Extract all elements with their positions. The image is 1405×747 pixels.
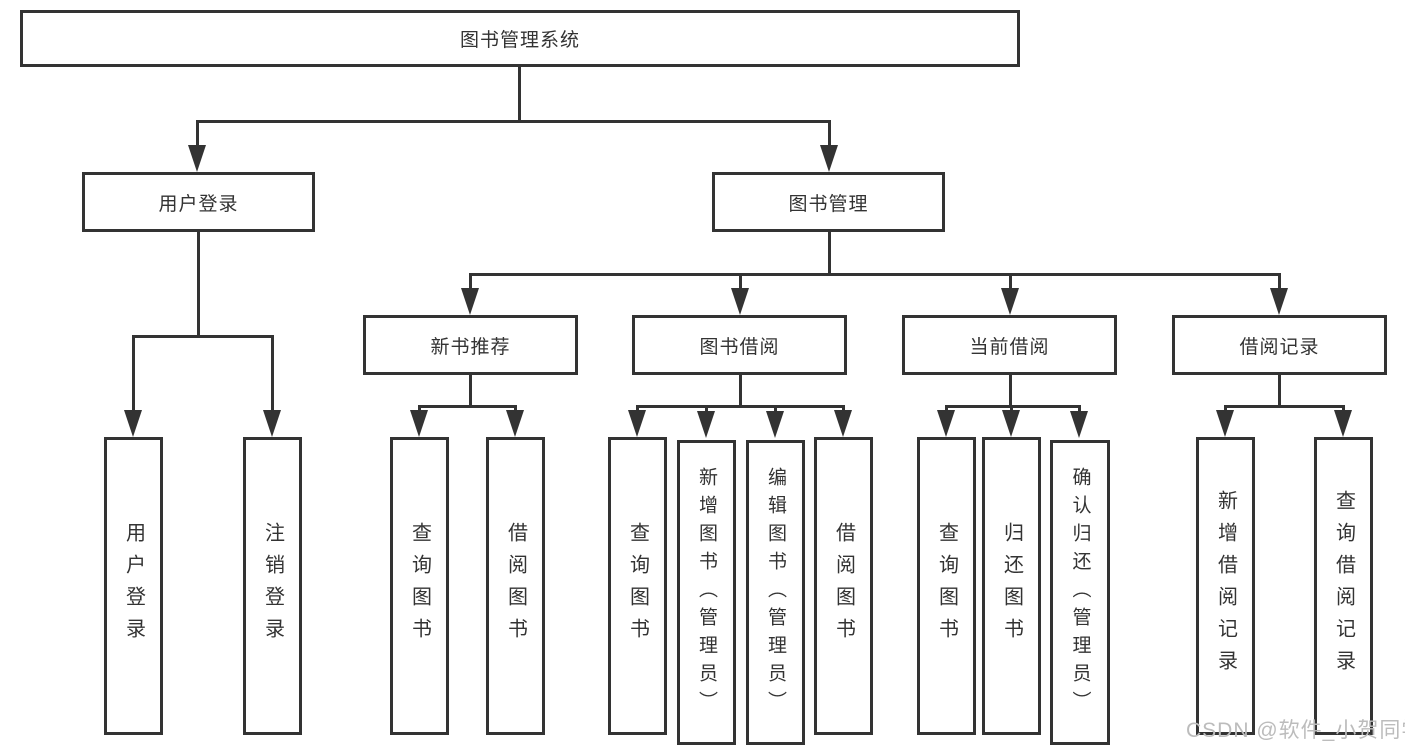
leaf-logout: 注销登录	[243, 437, 302, 735]
node-book-mgmt-label: 图书管理	[788, 193, 869, 215]
leaf-query-book-rec-label: 查询图书	[408, 522, 431, 650]
connector-line	[1224, 405, 1345, 408]
arrow-down-icon	[1001, 288, 1019, 315]
connector-line	[469, 273, 1281, 276]
leaf-return-book-label: 归还图书	[1000, 522, 1023, 650]
node-current-borrow-label: 当前借阅	[969, 336, 1050, 358]
leaf-borrow-book-rec-label: 借阅图书	[504, 522, 527, 650]
node-user-login-label: 用户登录	[158, 193, 239, 215]
arrow-down-icon	[188, 145, 206, 172]
leaf-edit-book-admin-label: 编辑图书（管理员）	[765, 466, 786, 719]
arrow-down-icon	[697, 411, 715, 438]
node-root-label: 图书管理系统	[459, 30, 580, 51]
connector-line	[518, 67, 521, 122]
csdn-watermark: CSDN @软件_小贺同学	[1186, 719, 1405, 742]
node-current-borrow: 当前借阅	[902, 315, 1117, 375]
arrow-down-icon	[1002, 410, 1020, 437]
arrow-down-icon	[461, 288, 479, 315]
arrow-down-icon	[1270, 288, 1288, 315]
arrow-down-icon	[1070, 411, 1088, 438]
leaf-return-book: 归还图书	[982, 437, 1041, 735]
connector-line	[828, 232, 831, 276]
node-borrow-records: 借阅记录	[1172, 315, 1387, 375]
arrow-down-icon	[766, 411, 784, 438]
node-root: 图书管理系统	[20, 10, 1020, 67]
connector-line	[1278, 375, 1281, 408]
leaf-query-book-rec: 查询图书	[390, 437, 449, 735]
connector-line	[828, 120, 831, 160]
arrow-down-icon	[820, 145, 838, 172]
node-book-borrow-label: 图书借阅	[699, 336, 780, 358]
arrow-down-icon	[410, 410, 428, 437]
arrow-down-icon	[1334, 410, 1352, 437]
arrow-down-icon	[628, 410, 646, 437]
arrow-down-icon	[124, 410, 142, 437]
connector-line	[945, 405, 1081, 408]
leaf-logout-label: 注销登录	[261, 522, 284, 650]
connector-line	[196, 120, 831, 123]
arrow-down-icon	[263, 410, 281, 437]
connector-line	[271, 335, 274, 415]
leaf-borrow-book-rec: 借阅图书	[486, 437, 545, 735]
arrow-down-icon	[731, 288, 749, 315]
node-new-book-rec-label: 新书推荐	[430, 336, 511, 358]
leaf-query-borrow-record: 查询借阅记录	[1314, 437, 1373, 735]
connector-line	[1009, 375, 1012, 408]
connector-line	[1009, 273, 1012, 291]
leaf-borrow-book-borrow-label: 借阅图书	[832, 522, 855, 650]
arrow-down-icon	[506, 410, 524, 437]
leaf-borrow-book-borrow: 借阅图书	[814, 437, 873, 735]
leaf-user-login: 用户登录	[104, 437, 163, 735]
connector-line	[132, 335, 135, 415]
arrow-down-icon	[834, 410, 852, 437]
node-user-login: 用户登录	[82, 172, 315, 232]
leaf-confirm-return-admin: 确认归还（管理员）	[1050, 440, 1110, 745]
leaf-query-book-current: 查询图书	[917, 437, 976, 735]
connector-line	[1278, 273, 1281, 291]
leaf-query-book-borrow-label: 查询图书	[626, 522, 649, 650]
node-borrow-records-label: 借阅记录	[1239, 336, 1320, 358]
leaf-add-book-admin: 新增图书（管理员）	[677, 440, 736, 745]
node-book-borrow: 图书借阅	[632, 315, 847, 375]
leaf-query-book-current-label: 查询图书	[935, 522, 958, 650]
connector-line	[469, 273, 472, 291]
connector-line	[196, 120, 199, 160]
node-new-book-rec: 新书推荐	[363, 315, 578, 375]
node-book-mgmt: 图书管理	[712, 172, 945, 232]
leaf-add-borrow-record: 新增借阅记录	[1196, 437, 1255, 735]
connector-line	[197, 232, 200, 338]
connector-line	[132, 335, 274, 338]
leaf-add-book-admin-label: 新增图书（管理员）	[696, 466, 717, 719]
arrow-down-icon	[1216, 410, 1234, 437]
leaf-confirm-return-admin-label: 确认归还（管理员）	[1069, 466, 1091, 719]
connector-line	[418, 405, 517, 408]
connector-line	[469, 375, 472, 408]
leaf-query-borrow-record-label: 查询借阅记录	[1332, 490, 1355, 682]
connector-line	[739, 273, 742, 291]
connector-line	[636, 405, 845, 408]
leaf-query-book-borrow: 查询图书	[608, 437, 667, 735]
connector-line	[739, 375, 742, 408]
leaf-edit-book-admin: 编辑图书（管理员）	[746, 440, 805, 745]
arrow-down-icon	[937, 410, 955, 437]
leaf-add-borrow-record-label: 新增借阅记录	[1214, 490, 1237, 682]
leaf-user-login-label: 用户登录	[122, 522, 145, 650]
